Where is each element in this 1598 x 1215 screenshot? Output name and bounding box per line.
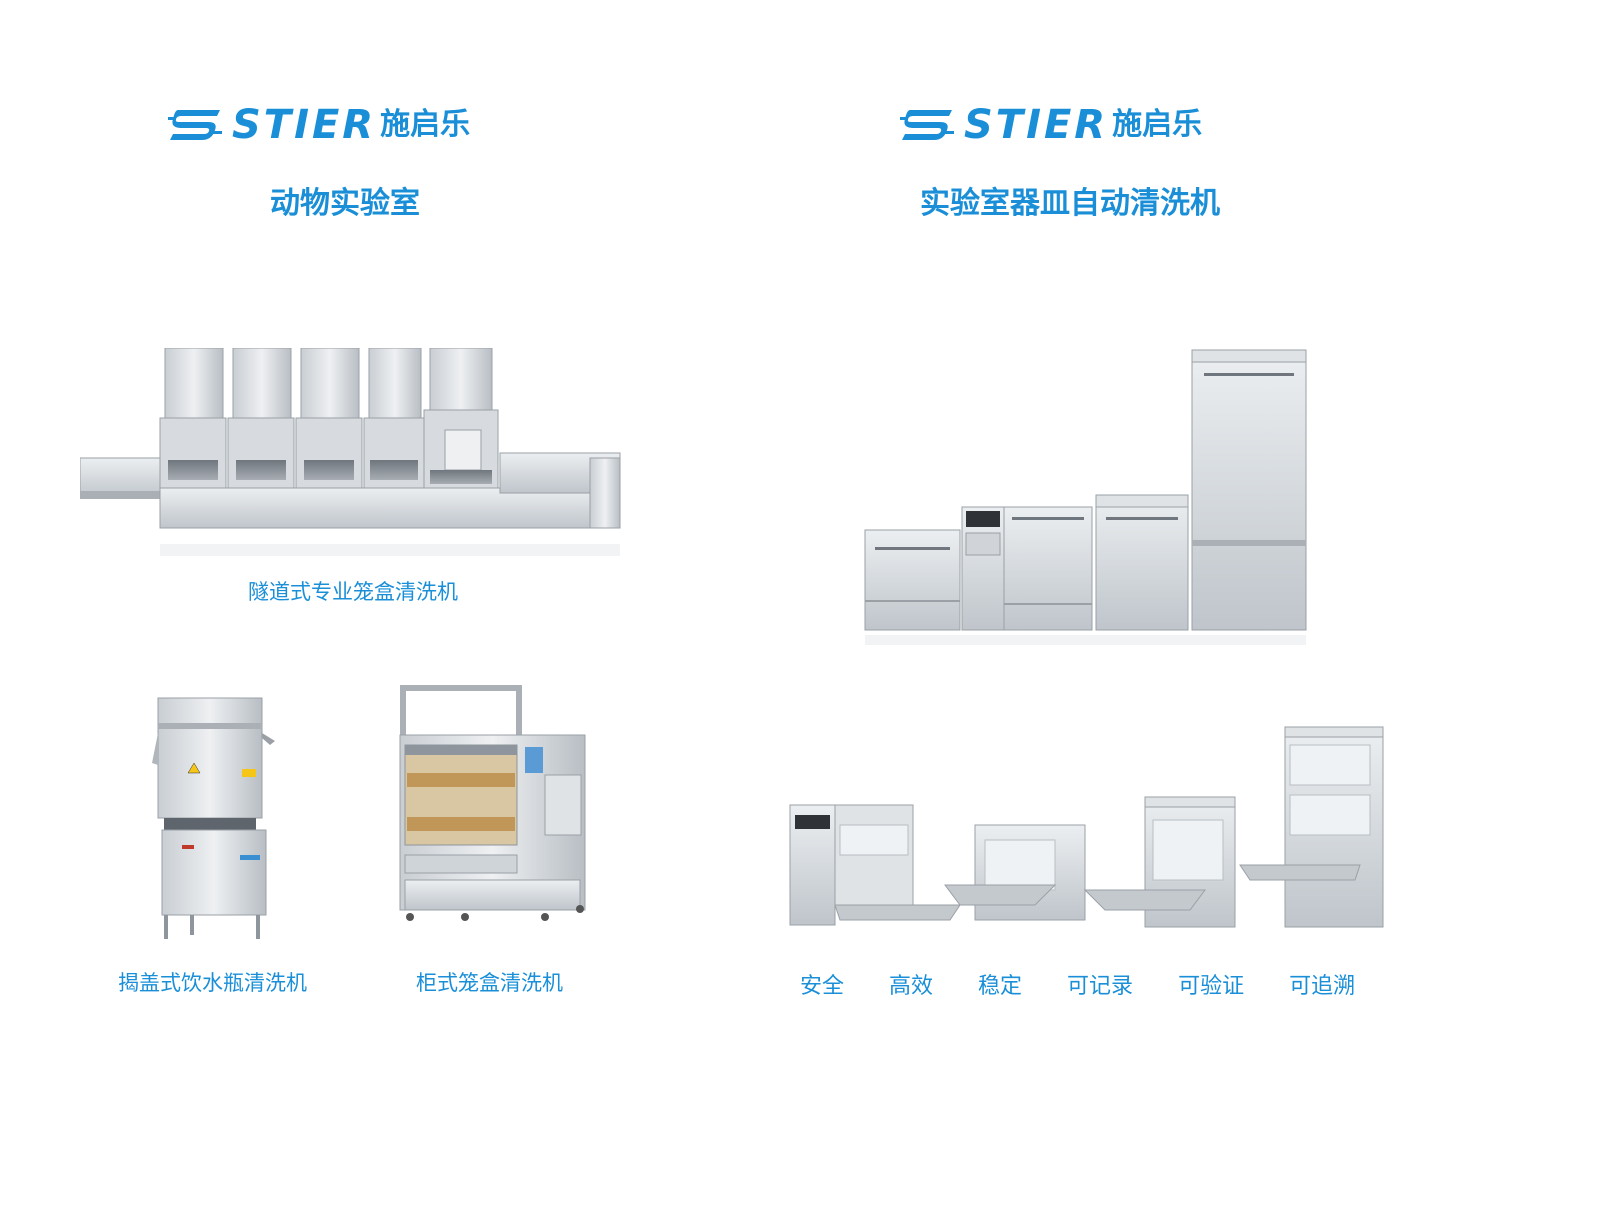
lab-glassware-panel: STIER 施启乐 实验室器皿自动清洗机	[760, 0, 1598, 1215]
tunnel-cage-washer-image	[80, 348, 621, 556]
brand-logo: STIER 施启乐	[168, 100, 470, 150]
brand-latin: STIER	[232, 102, 377, 148]
hood-bottle-washer-image	[152, 697, 275, 939]
stier-logo-icon	[168, 110, 222, 140]
brand-logo: STIER 施启乐	[900, 100, 1202, 150]
washer-lineup-image	[864, 349, 1307, 645]
feature-list: 安全 高效 稳定 可记录 可验证 可追溯	[800, 968, 1355, 1000]
animal-lab-panel: STIER 施启乐 动物实验室 隧道式专业笼盒清洗机	[0, 0, 760, 1215]
section-title-animal-lab: 动物实验室	[270, 186, 420, 221]
feature-traceable: 可追溯	[1289, 974, 1356, 999]
brand-chinese: 施启乐	[380, 107, 471, 142]
feature-safe: 安全	[800, 974, 845, 999]
caption-cabinet-washer: 柜式笼盒清洗机	[416, 971, 563, 995]
brand-latin: STIER	[964, 102, 1109, 148]
open-washers-image	[789, 726, 1384, 928]
cabinet-cage-washer-image	[399, 685, 586, 921]
caption-hood-washer: 揭盖式饮水瓶清洗机	[118, 971, 307, 995]
stier-logo-icon	[900, 110, 954, 140]
feature-efficient: 高效	[889, 974, 934, 999]
caption-tunnel-washer: 隧道式专业笼盒清洗机	[248, 580, 458, 604]
feature-recordable: 可记录	[1067, 974, 1134, 999]
feature-stable: 稳定	[978, 974, 1023, 999]
section-title-glassware-washer: 实验室器皿自动清洗机	[920, 186, 1220, 221]
brand-chinese: 施启乐	[1112, 107, 1203, 142]
feature-verifiable: 可验证	[1178, 974, 1245, 999]
